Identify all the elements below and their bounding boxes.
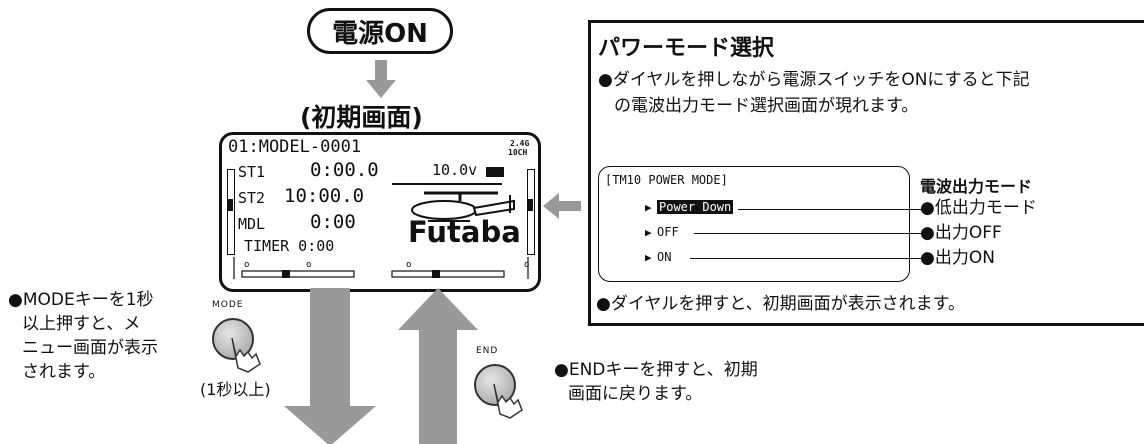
panel-title: パワーモード選択 bbox=[598, 36, 775, 61]
power-mode-screen: [TM10 POWER MODE] ▶ Power Down ▶ OFF ▶ O… bbox=[598, 166, 910, 282]
power-on-label: 電源ON bbox=[307, 8, 453, 54]
voltage-readout: 10.0v bbox=[432, 161, 478, 179]
mode-key-note-line2: 以上押すと、メ bbox=[22, 314, 141, 334]
leader-line bbox=[690, 258, 922, 259]
mode-key-note-line1: ●MODEキーを1秒 bbox=[8, 290, 154, 310]
timer-st1-value: 0:00.0 bbox=[310, 159, 379, 181]
mode-key-note-line4: されます。 bbox=[22, 362, 106, 382]
end-key-label: END bbox=[476, 346, 499, 356]
hand-press-icon bbox=[231, 337, 261, 373]
left-arrow-icon bbox=[543, 193, 581, 219]
svg-text:o: o bbox=[406, 260, 411, 270]
mode-heading: 電波出力モード bbox=[920, 177, 1033, 196]
timer-readout: TIMER 0:00 bbox=[244, 237, 335, 255]
brand-logo: Futaba bbox=[408, 215, 521, 249]
timer-mdl-value: 0:00 bbox=[310, 211, 356, 233]
band-label: 2.4G bbox=[510, 139, 530, 148]
cursor-icon: ▶ bbox=[645, 251, 652, 264]
helicopter-icon bbox=[411, 191, 515, 222]
svg-text:o: o bbox=[306, 260, 311, 270]
mode-output-on: ●出力ON bbox=[920, 248, 995, 268]
end-key-note-line1: ●ENDキーを押すと、初期 bbox=[554, 360, 758, 380]
option-off: OFF bbox=[657, 225, 679, 239]
panel-desc-line1: ●ダイヤルを押しながら電源スイッチをONにすると下記 bbox=[598, 70, 1030, 90]
mode-key-note-line3: ニュー画面が表示 bbox=[22, 338, 158, 358]
channel-label: 10CH bbox=[508, 148, 528, 157]
lcd-initial-screen: 01:MODEL-0001 2.4G 10CH ST1 0:00.0 ST2 1… bbox=[219, 132, 541, 292]
down-arrow-icon bbox=[366, 60, 396, 98]
battery-icon bbox=[486, 167, 504, 177]
power-mode-panel bbox=[588, 20, 1144, 326]
timer-st2-value: 10:00.0 bbox=[284, 185, 365, 207]
big-up-arrow-icon bbox=[398, 288, 478, 444]
cursor-icon: ▶ bbox=[645, 201, 652, 214]
panel-desc-line2: の電波出力モード選択画面が現れます。 bbox=[614, 96, 919, 116]
panel-footer: ●ダイヤルを押すと、初期画面が表示されます。 bbox=[596, 294, 965, 314]
svg-text:o: o bbox=[244, 260, 249, 270]
model-name: 01:MODEL-0001 bbox=[228, 137, 362, 157]
timer-st2-label: ST2 bbox=[238, 189, 266, 207]
initial-screen-label: (初期画面) bbox=[300, 103, 423, 132]
mode-output-off: ●出力OFF bbox=[920, 223, 1002, 243]
power-mode-screen-title: [TM10 POWER MODE] bbox=[605, 173, 728, 187]
end-key-note-line2: 画面に戻ります。 bbox=[568, 384, 703, 404]
option-power-down: Power Down bbox=[657, 200, 734, 214]
svg-text:o: o bbox=[524, 260, 529, 270]
cursor-icon: ▶ bbox=[645, 226, 652, 239]
trim-indicators: o o o o bbox=[233, 257, 529, 279]
leader-line bbox=[694, 233, 922, 234]
hand-press-icon-end bbox=[493, 383, 523, 419]
hold-duration-label: (1秒以上) bbox=[200, 380, 271, 399]
big-down-arrow-icon bbox=[284, 288, 376, 444]
mode-key-label: MODE bbox=[212, 300, 244, 310]
timer-mdl-label: MDL bbox=[238, 215, 266, 233]
timer-st1-label: ST1 bbox=[238, 163, 266, 181]
option-on: ON bbox=[657, 250, 672, 264]
leader-line bbox=[738, 209, 922, 210]
mode-low-output: ●低出力モード bbox=[920, 198, 1037, 218]
